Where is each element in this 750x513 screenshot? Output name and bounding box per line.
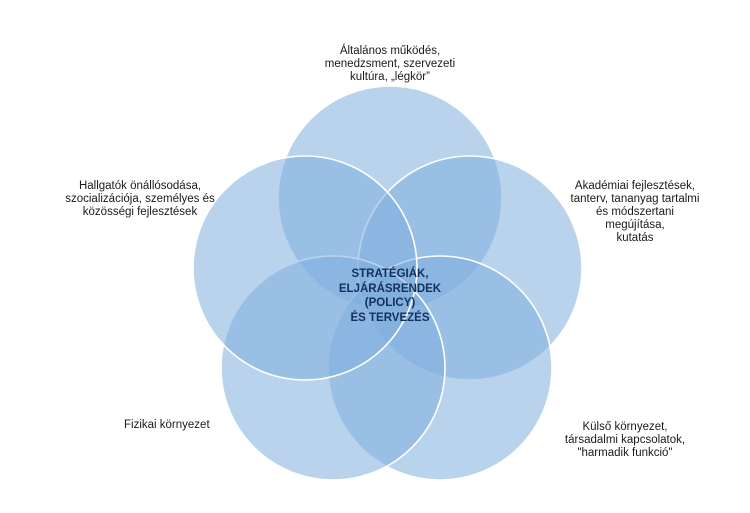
center-label: STRATÉGIÁK, ELJÁRÁSRENDEK (POLICY) ÉS TE… — [338, 268, 442, 324]
petal-label-academic-development: Akadémiai fejlesztések, tanterv, tananya… — [570, 180, 700, 244]
petal-circle-student-development — [192, 155, 418, 381]
petal-label-general-operation: Általános működés, menedzsment, szerveze… — [324, 45, 456, 83]
petal-label-student-development: Hallgatók önállósodása, szocializációja,… — [65, 180, 215, 218]
petal-label-physical-environment: Fizikai környezet — [124, 419, 210, 431]
petal-label-external-environment: Külső környezet, társadalmi kapcsolatok,… — [564, 421, 686, 459]
